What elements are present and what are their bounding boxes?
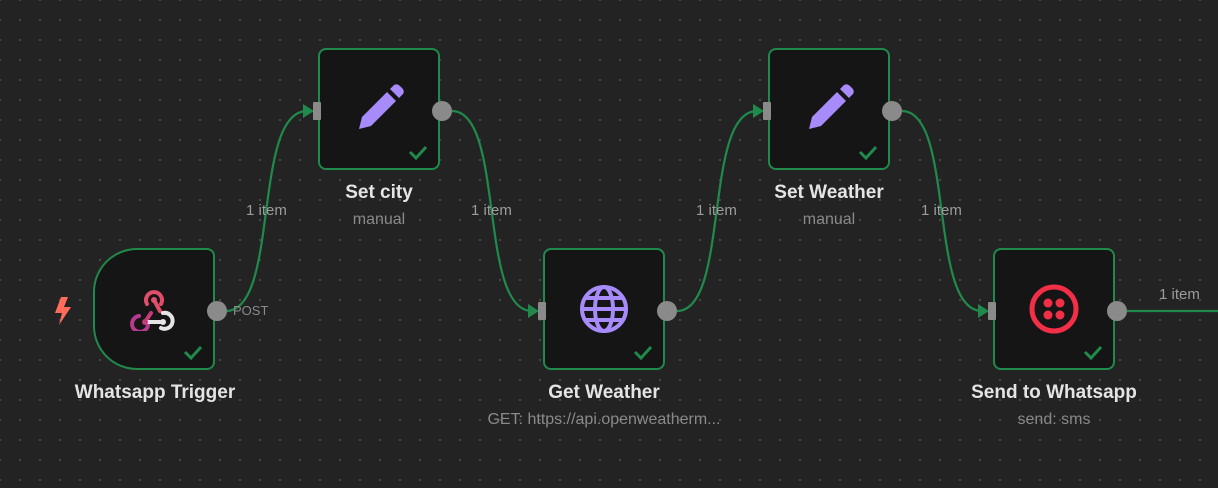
edge-trigger-to-set-city bbox=[225, 109, 308, 313]
success-check-icon bbox=[858, 145, 878, 160]
success-check-icon bbox=[408, 145, 428, 160]
output-handle[interactable] bbox=[657, 301, 677, 321]
edge-arrow-set-weather bbox=[753, 104, 764, 118]
edge-arrow-set-city bbox=[303, 104, 314, 118]
node-send-to-whatsapp[interactable] bbox=[993, 248, 1115, 370]
edge-arrow-get-weather bbox=[528, 304, 539, 318]
node-title: Set city bbox=[345, 182, 413, 203]
trigger-bolt-icon bbox=[55, 297, 71, 325]
node-subtitle: manual bbox=[802, 211, 856, 228]
pencil-icon bbox=[799, 79, 859, 139]
input-handle[interactable] bbox=[538, 302, 546, 320]
pencil-icon bbox=[349, 79, 409, 139]
edge-label: 1 item bbox=[1159, 286, 1200, 303]
success-check-icon bbox=[1083, 345, 1103, 360]
trigger-handle-label: POST bbox=[233, 303, 269, 318]
edge-set-weather-to-send bbox=[901, 109, 983, 313]
edge-arrow-send bbox=[978, 304, 989, 318]
edge-set-city-to-get-weather bbox=[451, 109, 533, 313]
node-set-weather[interactable] bbox=[768, 48, 890, 170]
node-title: Set Weather bbox=[774, 182, 884, 203]
output-handle[interactable] bbox=[882, 101, 902, 121]
webhook-icon bbox=[124, 279, 184, 339]
edge-label: 1 item bbox=[696, 202, 737, 219]
node-subtitle: manual bbox=[352, 211, 406, 228]
output-handle[interactable] bbox=[432, 101, 452, 121]
edge-get-weather-to-set-weather bbox=[676, 109, 758, 313]
node-subtitle: send: sms bbox=[1017, 411, 1091, 428]
node-title: Get Weather bbox=[548, 382, 660, 403]
node-title: Send to Whatsapp bbox=[971, 382, 1137, 403]
twilio-icon bbox=[1024, 279, 1084, 339]
node-subtitle: GET: https://api.openweatherm... bbox=[487, 411, 721, 428]
output-handle[interactable] bbox=[1107, 301, 1127, 321]
output-handle[interactable] bbox=[207, 301, 227, 321]
edge-label: 1 item bbox=[471, 202, 512, 219]
input-handle[interactable] bbox=[313, 102, 321, 120]
globe-icon bbox=[574, 279, 634, 339]
node-get-weather[interactable] bbox=[543, 248, 665, 370]
edge-label: 1 item bbox=[246, 202, 287, 219]
node-whatsapp-trigger[interactable] bbox=[93, 248, 215, 370]
success-check-icon bbox=[183, 345, 203, 360]
input-handle[interactable] bbox=[763, 102, 771, 120]
success-check-icon bbox=[633, 345, 653, 360]
edge-label: 1 item bbox=[921, 202, 962, 219]
node-set-city[interactable] bbox=[318, 48, 440, 170]
input-handle[interactable] bbox=[988, 302, 996, 320]
node-title: Whatsapp Trigger bbox=[74, 382, 236, 403]
